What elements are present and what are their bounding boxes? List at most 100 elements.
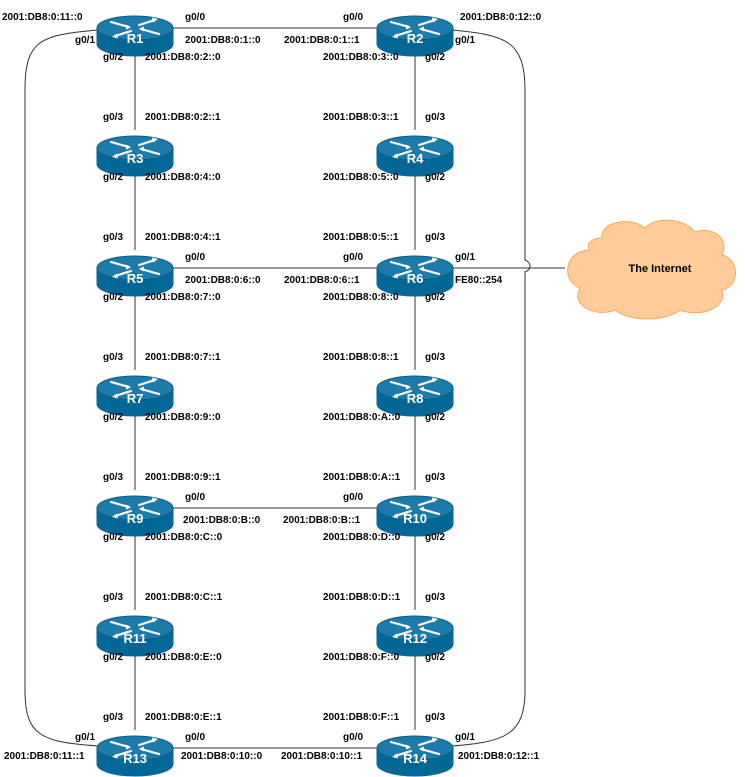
router-name: R9 <box>127 511 144 526</box>
address-label: 2001:DB8:0:E::0 <box>145 652 222 663</box>
interface-label: g0/2 <box>103 172 123 183</box>
router-r6[interactable]: R6 <box>376 255 454 297</box>
address-label: 2001:DB8:0:12::1 <box>458 751 540 762</box>
interface-label: g0/2 <box>425 292 445 303</box>
address-label: 2001:DB8:0:11::1 <box>4 751 85 762</box>
router-r5[interactable]: R5 <box>96 255 174 297</box>
internet-cloud-label: The Internet <box>629 263 692 275</box>
interface-label: g0/3 <box>103 232 123 243</box>
router-icon <box>376 15 454 57</box>
interface-label: g0/3 <box>103 352 123 363</box>
address-label: FE80::254 <box>455 275 503 286</box>
interface-label: g0/3 <box>103 112 123 123</box>
address-label: 2001:DB8:0:F::1 <box>323 712 400 723</box>
router-icon <box>376 495 454 537</box>
interface-label: g0/0 <box>185 12 205 23</box>
address-label: 2001:DB8:0:3::0 <box>323 52 399 63</box>
router-r14[interactable]: R14 <box>376 735 454 777</box>
router-r4[interactable]: R4 <box>376 135 454 177</box>
address-label: 2001:DB8:0:6::0 <box>185 275 261 286</box>
interface-label: g0/2 <box>425 412 445 423</box>
router-r3[interactable]: R3 <box>96 135 174 177</box>
router-r12[interactable]: R12 <box>376 615 454 657</box>
router-icon <box>376 375 454 417</box>
router-r9[interactable]: R9 <box>96 495 174 537</box>
address-label: 2001:DB8:0:10::1 <box>281 751 363 762</box>
router-r13[interactable]: R13 <box>96 735 174 777</box>
interface-label: g0/0 <box>343 12 363 23</box>
address-label: 2001:DB8:0:9::1 <box>145 472 221 483</box>
router-r11[interactable]: R11 <box>96 615 174 657</box>
router-name: R10 <box>403 511 427 526</box>
address-label: 2001:DB8:0:10::0 <box>181 751 263 762</box>
router-name: R8 <box>407 391 424 406</box>
address-label: 2001:DB8:0:A::0 <box>323 412 401 423</box>
router-icon <box>376 135 454 177</box>
address-label: 2001:DB8:0:4::0 <box>145 172 221 183</box>
address-label: 2001:DB8:0:8::1 <box>323 352 399 363</box>
interface-label: g0/3 <box>103 712 123 723</box>
router-name: R5 <box>127 271 144 286</box>
router-name: R1 <box>127 31 144 46</box>
router-icon <box>96 15 174 57</box>
link-r1-r13 <box>24 29 99 747</box>
address-label: 2001:DB8:0:11::0 <box>2 12 83 23</box>
interface-label: g0/2 <box>425 172 445 183</box>
router-r7[interactable]: R7 <box>96 375 174 417</box>
link-r2-r14 <box>451 29 531 747</box>
router-name: R14 <box>403 751 428 766</box>
router-icon <box>96 615 174 657</box>
address-label: 2001:DB8:0:B::0 <box>183 515 261 526</box>
interface-label: g0/2 <box>425 652 445 663</box>
router-name: R7 <box>127 391 144 406</box>
interface-label: g0/1 <box>455 35 475 46</box>
router-icon <box>96 135 174 177</box>
router-name: R6 <box>407 271 424 286</box>
address-label: 2001:DB8:0:A::1 <box>323 472 401 483</box>
router-r8[interactable]: R8 <box>376 375 454 417</box>
interface-label: g0/2 <box>425 532 445 543</box>
address-label: 2001:DB8:0:F::0 <box>323 652 400 663</box>
address-label: 2001:DB8:0:12::0 <box>460 12 542 23</box>
interface-label: g0/2 <box>103 652 123 663</box>
interface-label: g0/1 <box>75 732 95 743</box>
routers: R1 R2 R3 R4 R5 R6 R7 R8 <box>96 15 454 777</box>
address-label: 2001:DB8:0:B::1 <box>283 515 361 526</box>
interface-label: g0/3 <box>425 712 445 723</box>
address-label: 2001:DB8:0:3::1 <box>323 112 399 123</box>
router-name: R13 <box>123 751 147 766</box>
router-name: R3 <box>127 151 144 166</box>
interface-label: g0/2 <box>103 532 123 543</box>
interface-label: g0/3 <box>103 472 123 483</box>
address-label: 2001:DB8:0:C::1 <box>145 592 223 603</box>
address-label: 2001:DB8:0:1::0 <box>185 35 261 46</box>
interface-labels: 2001:DB8:0:11::0 g0/0 g0/0 2001:DB8:0:12… <box>2 12 542 762</box>
router-name: R12 <box>403 631 427 646</box>
interface-label: g0/0 <box>343 252 363 263</box>
router-name: R4 <box>407 151 424 166</box>
router-icon <box>96 255 174 297</box>
router-name: R2 <box>407 31 424 46</box>
cloud-icon <box>567 219 736 320</box>
router-r1[interactable]: R1 <box>96 15 174 57</box>
router-icon <box>376 735 454 777</box>
interface-label: g0/3 <box>425 352 445 363</box>
interface-label: g0/3 <box>103 592 123 603</box>
router-icon <box>96 375 174 417</box>
address-label: 2001:DB8:0:2::1 <box>145 112 221 123</box>
interface-label: g0/3 <box>425 592 445 603</box>
address-label: 2001:DB8:0:7::1 <box>145 352 221 363</box>
interface-label: g0/1 <box>455 252 475 263</box>
address-label: 2001:DB8:0:C::0 <box>145 532 223 543</box>
interface-label: g0/0 <box>343 492 363 503</box>
router-r10[interactable]: R10 <box>376 495 454 537</box>
address-label: 2001:DB8:0:6::1 <box>284 275 360 286</box>
interface-label: g0/3 <box>425 472 445 483</box>
interface-label: g0/0 <box>185 492 205 503</box>
router-icon <box>96 735 174 777</box>
internet-cloud: The Internet <box>567 219 736 320</box>
router-r2[interactable]: R2 <box>376 15 454 57</box>
interface-label: g0/3 <box>425 232 445 243</box>
interface-label: g0/2 <box>425 52 445 63</box>
